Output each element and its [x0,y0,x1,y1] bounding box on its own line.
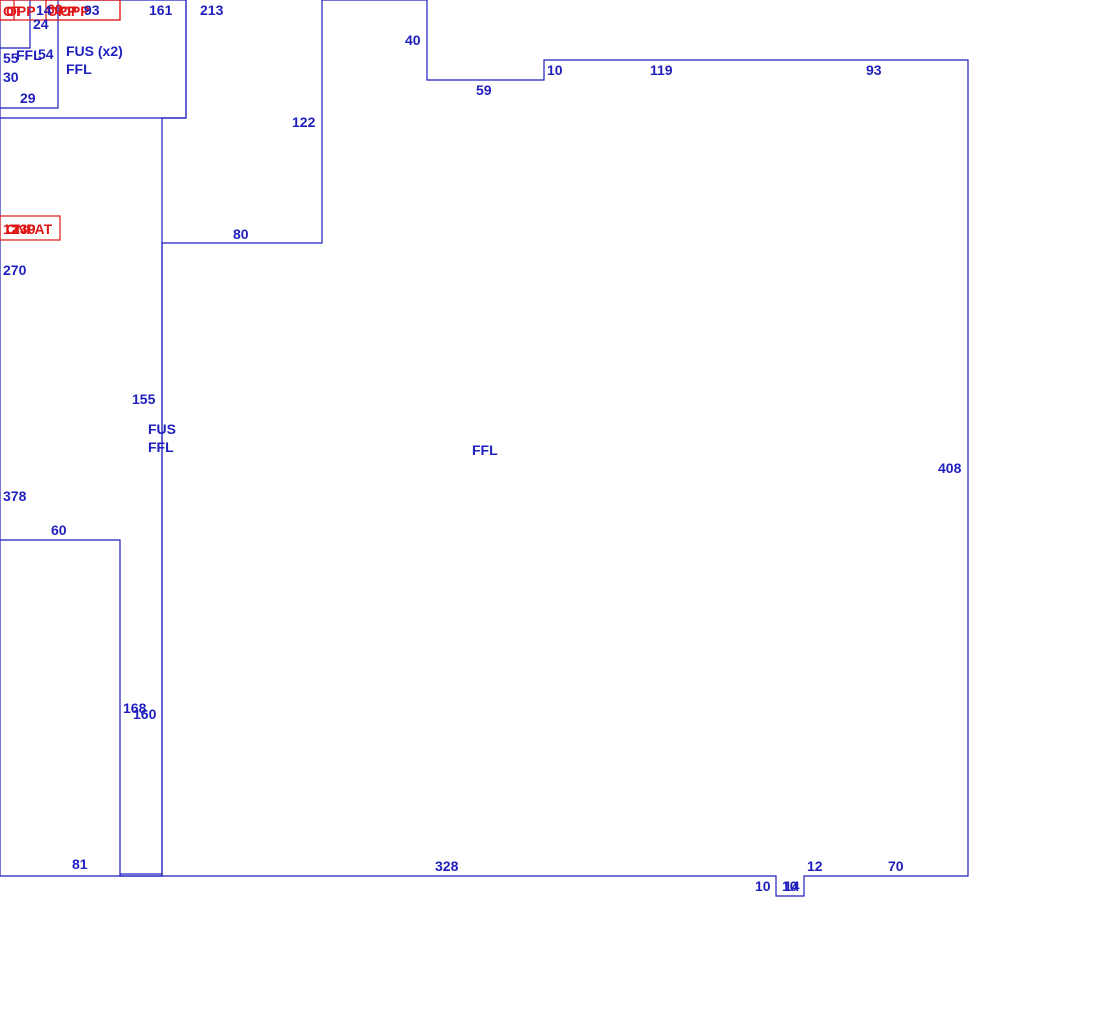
tag-opp-a: OPP [6,3,36,19]
dim-93-top: 93 [84,2,100,18]
dim-14: 14 [36,2,52,18]
room-label-ffl-main: FFL [472,442,498,458]
dim-328: 328 [435,858,459,874]
dim-30: 30 [3,69,19,85]
room-label-fus-mid: FUS [148,421,176,437]
room-label-ffl-small: FFL [16,47,42,63]
room-label-ffl-mid: FFL [148,439,174,455]
small-room-outline [0,0,59,109]
dim-59: 59 [476,82,492,98]
dim-93-right: 93 [866,62,882,78]
tiny-room-outline [0,0,31,49]
bottom-left-room-outline [0,539,162,877]
dim-80: 80 [233,226,249,242]
dim-119: 119 [650,62,673,78]
dim-160: 160 [133,706,157,722]
dim-10-small: 10 [782,878,798,894]
tag-opp-b: OPP [47,3,77,19]
tag-box-opp-small [45,0,121,21]
dim-122: 122 [292,114,316,130]
left-strip-outline [0,0,187,877]
tag-12: 12 [3,221,19,237]
dim-40: 40 [405,32,421,48]
top-left-room-outline [0,0,187,119]
tag-cnpat: CNPAT [6,221,53,237]
dim-60: 60 [51,522,67,538]
room-label-ffl-top: FFL [66,61,92,77]
tag-opp-c: OPP [60,3,90,19]
dim-213: 213 [200,2,224,18]
dim-55: 55 [3,50,19,66]
dim-54: 54 [38,46,54,62]
dim-14-small: 14 [784,878,800,894]
main-room-outline [161,0,969,897]
dim-10-bottom: 10 [755,878,771,894]
tag-130: 130 [12,221,36,237]
dim-408: 408 [938,460,962,476]
tag-ot: OT [3,3,23,19]
dim-70: 70 [888,858,904,874]
dim-270: 270 [3,262,27,278]
dim-24: 24 [33,16,49,32]
dim-168: 168 [123,700,147,716]
dim-29: 29 [20,90,36,106]
dim-155: 155 [132,391,156,407]
tag-box-cnpat [0,215,61,241]
dim-81: 81 [72,856,88,872]
room-label-fus-x2: FUS (x2) [66,43,123,59]
tag-60: 60 [47,1,63,17]
dim-10-top: 10 [547,62,563,78]
tag-box-ot [0,0,15,21]
dim-12: 12 [807,858,823,874]
dim-161: 161 [149,2,173,18]
dim-378: 378 [3,488,27,504]
